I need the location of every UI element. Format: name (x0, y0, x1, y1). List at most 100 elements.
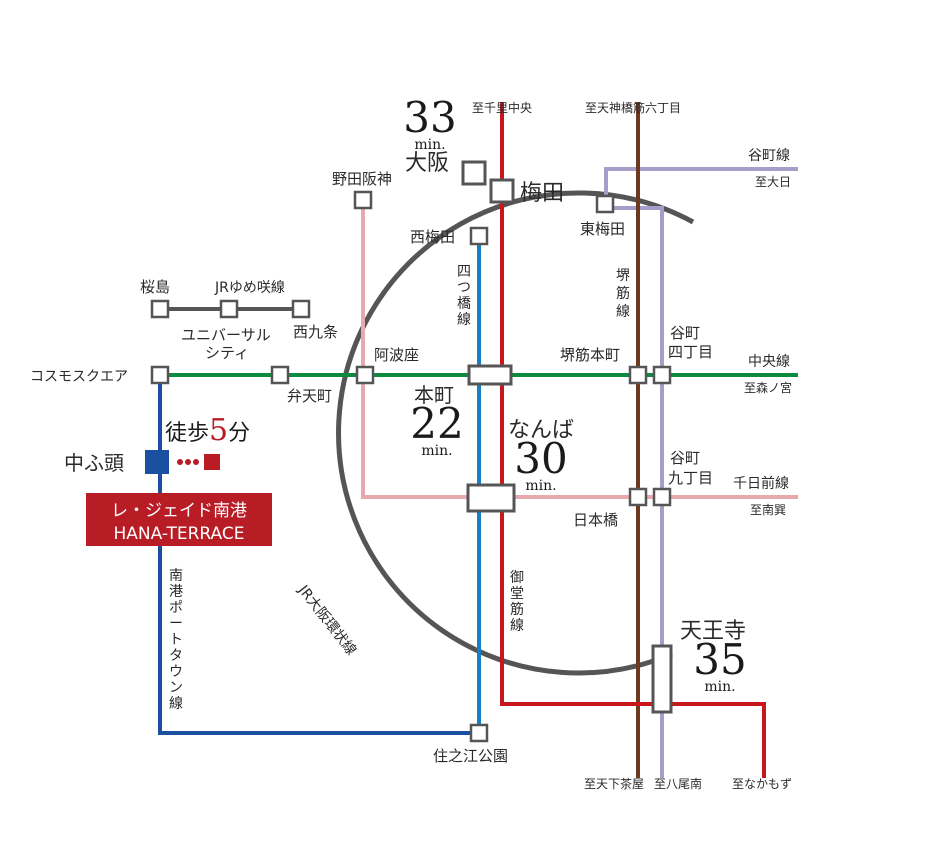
label-cosmo-square: コスモスクエア (30, 369, 128, 385)
label-jr-loop: JR大阪環状線 (294, 582, 359, 659)
label-noda-hanshin: 野田阪神 (332, 170, 392, 188)
midosuji-char-4: 線 (510, 618, 524, 634)
station-noda-hanshin[interactable] (353, 190, 373, 210)
nanko-char-4: ー (169, 616, 183, 632)
label-bentencho: 弁天町 (287, 387, 332, 405)
yotsubashi-char-2: つ (457, 280, 471, 296)
label-nakafuto: 中ふ頭 (64, 451, 124, 475)
station-nishi-umeda[interactable] (469, 226, 489, 246)
label-awaza: 阿波座 (374, 346, 419, 364)
label-chuo-line: 中央線 (748, 354, 790, 370)
station-umeda[interactable] (489, 178, 515, 204)
midosuji-char-2: 堂 (510, 586, 524, 602)
label-nishikujo: 西九条 (293, 323, 338, 341)
label-yotsubashi-line: 四 つ 橋 線 (457, 264, 471, 328)
station-suminoe-koen[interactable] (469, 723, 489, 743)
station-osaka[interactable] (461, 160, 487, 186)
label-sakaisuji-honmachi: 堺筋本町 (560, 346, 620, 364)
dir-morinomiya: 至森ノ宮 (744, 380, 792, 395)
label-tanimachi-line: 谷町線 (748, 148, 790, 164)
walk-suffix: 分 (228, 421, 250, 446)
midosuji-line (500, 102, 766, 778)
property-name: レ・ジェイド南港 (111, 501, 247, 521)
station-tennoji[interactable] (651, 644, 673, 714)
station-namba[interactable] (466, 483, 516, 513)
nanko-char-2: 港 (169, 584, 183, 600)
time-osaka-num: 33 (403, 93, 456, 142)
label-sennichimae-line: 千日前線 (733, 475, 789, 492)
station-awaza[interactable] (355, 365, 375, 385)
property-marker[interactable] (204, 454, 220, 470)
label-honmachi: 本町 (414, 383, 454, 407)
label-osaka: 大阪 (405, 151, 449, 176)
station-higashi-umeda[interactable] (595, 194, 615, 214)
nanko-char-7: ウ (169, 664, 183, 680)
midosuji-char-3: 筋 (510, 601, 524, 618)
time-osaka-unit: min. (414, 137, 445, 153)
nanko-char-9: 線 (169, 696, 183, 712)
nanko-char-8: ン (169, 680, 183, 696)
station-bentencho[interactable] (270, 365, 290, 385)
midosuji-char-1: 御 (510, 570, 524, 586)
label-umeda: 梅田 (520, 181, 564, 206)
label-sakaisuji-line: 堺 筋 線 (616, 268, 630, 320)
time-tennoji-unit: min. (704, 679, 735, 695)
yotsubashi-char-3: 橋 (457, 296, 471, 312)
property-box[interactable] (86, 493, 272, 546)
label-tennoji: 天王寺 (680, 619, 746, 644)
yotsubashi-char-4: 線 (457, 312, 471, 328)
nanko-char-1: 南 (169, 568, 183, 584)
label-jr-yumesaki: JRゆめ咲線 (214, 280, 285, 296)
nanko-char-5: ト (169, 632, 183, 648)
walk-num: 5 (209, 413, 228, 448)
label-nishi-umeda: 西梅田 (410, 228, 455, 246)
label-namba: なんば (508, 418, 574, 443)
walk-time: 徒歩5分 (165, 413, 250, 448)
dir-yaominami: 至八尾南 (654, 776, 702, 791)
dir-tengachaya: 至天下茶屋 (584, 776, 644, 791)
time-namba-num: 30 (514, 434, 567, 483)
nanko-char-6: タ (169, 648, 183, 664)
sakaisuji-char-1: 堺 (616, 268, 630, 284)
time-honmachi-num: 22 (410, 399, 463, 448)
label-tanimachi-4-b: 四丁目 (668, 343, 713, 361)
dir-tenjinbashi: 至天神橋筋六丁目 (585, 100, 681, 115)
label-suminoe-koen: 住之江公園 (433, 747, 508, 765)
label-tanimachi-9-a: 谷町 (670, 449, 700, 467)
label-tanimachi-4-a: 谷町 (670, 324, 700, 342)
jr-loop-line (336, 190, 695, 676)
walk-dots (177, 459, 199, 465)
sakaisuji-char-3: 線 (616, 304, 630, 320)
station-universal-city[interactable] (219, 299, 239, 319)
dir-nakamozu: 至なかもず (732, 777, 792, 791)
station-sakaisuji-honmachi[interactable] (628, 365, 648, 385)
station-nishikujo[interactable] (291, 299, 311, 319)
label-universal-2: シティ (205, 344, 249, 362)
label-higashi-umeda: 東梅田 (580, 220, 625, 238)
yotsubashi-char-1: 四 (457, 264, 471, 280)
station-sakurajima[interactable] (150, 299, 170, 319)
time-tennoji-num: 35 (693, 635, 746, 684)
dir-senri-chuo: 至千里中央 (472, 100, 532, 115)
label-universal-1: ユニバーサル (181, 326, 271, 344)
nanko-char-3: ポ (169, 600, 183, 616)
label-nipponbashi: 日本橋 (573, 511, 618, 529)
dir-minami-tatsumi: 至南巽 (750, 502, 786, 517)
station-cosmo-square[interactable] (150, 365, 170, 385)
time-namba-unit: min. (525, 478, 556, 494)
label-nanko-line: 南 港 ポ ー ト タ ウ ン 線 (169, 568, 183, 712)
station-tanimachi-9[interactable] (652, 487, 672, 507)
label-sakurajima: 桜島 (140, 278, 170, 296)
station-nakafuto[interactable] (145, 450, 169, 474)
walk-prefix: 徒歩 (165, 421, 209, 446)
station-tanimachi-4[interactable] (652, 365, 672, 385)
sakaisuji-char-2: 筋 (616, 285, 630, 302)
dir-dainichi: 至大日 (755, 175, 791, 189)
time-honmachi-unit: min. (421, 443, 452, 459)
station-honmachi[interactable] (467, 364, 513, 386)
label-tanimachi-9-b: 九丁目 (668, 469, 713, 487)
label-midosuji-line: 御 堂 筋 線 (510, 570, 524, 634)
property-sub: HANA-TERRACE (114, 524, 245, 544)
station-nipponbashi[interactable] (628, 487, 648, 507)
